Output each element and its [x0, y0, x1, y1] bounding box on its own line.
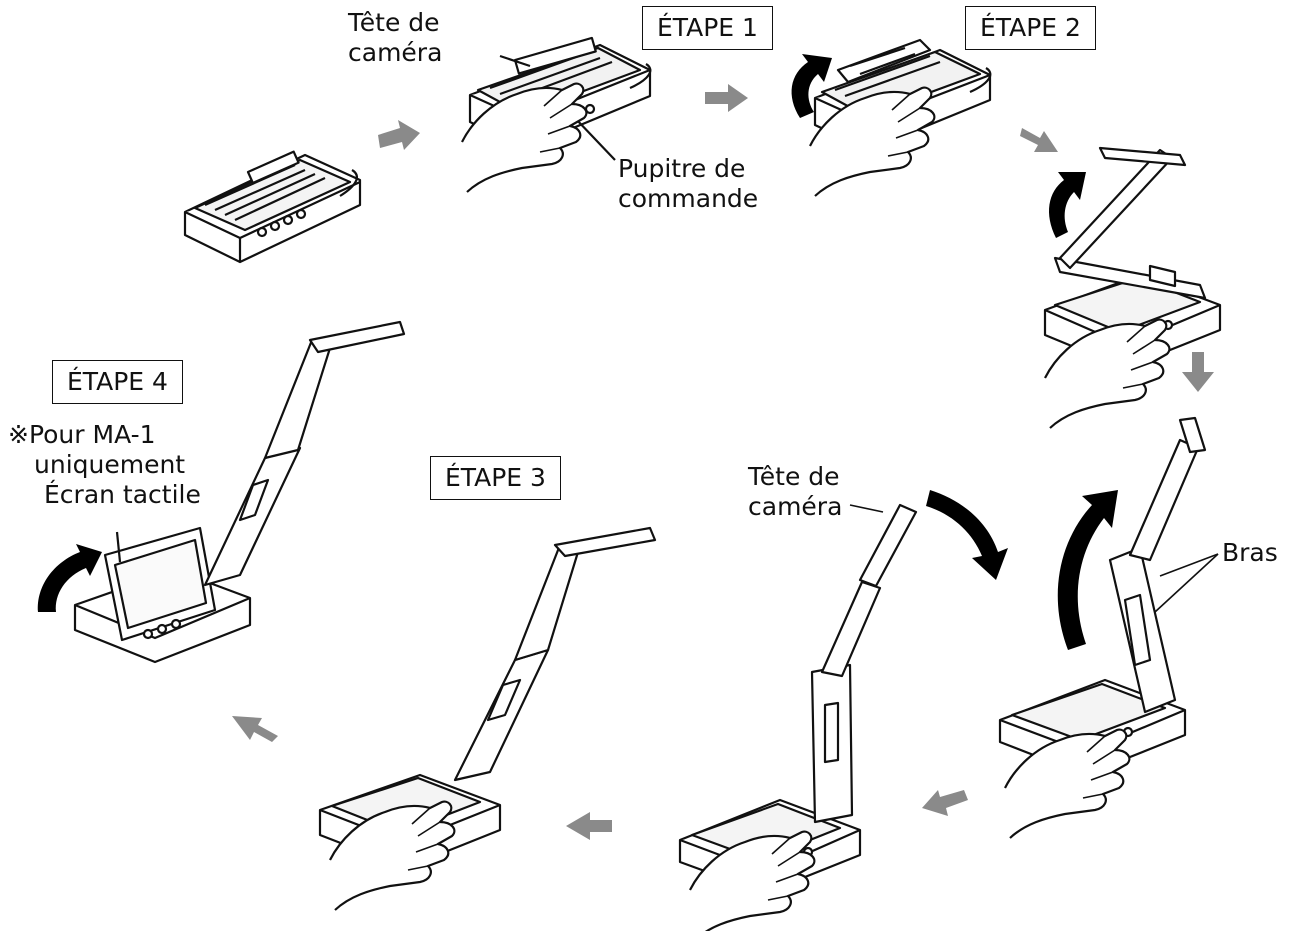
camera-head-label-bottom: Tête de caméra	[748, 462, 842, 522]
ma1-note: ※Pour MA-1 uniquement Écran tactile	[8, 420, 201, 510]
motion-arrow-raise-1	[1049, 172, 1086, 238]
flow-arrow-1	[378, 120, 420, 150]
flow-arrow-2	[705, 84, 748, 112]
device-unfolding-2	[998, 416, 1207, 777]
camera-head-line1: Tête de	[348, 8, 440, 37]
ma1-note-line1: ※Pour MA-1	[8, 420, 156, 449]
flow-arrows	[232, 84, 1214, 840]
step3-box: ÉTAPE 3	[430, 456, 561, 500]
motion-arrow-tilt	[926, 490, 1008, 580]
flow-arrow-6	[566, 812, 612, 840]
flow-arrow-7	[232, 716, 278, 742]
control-panel-label: Pupitre de commande	[618, 154, 758, 214]
device-folded	[183, 150, 362, 264]
motion-arrow-raise-2	[1057, 490, 1118, 650]
flow-arrow-5	[922, 790, 968, 816]
camera-head-label-top: Tête de caméra	[348, 8, 442, 68]
device-step4	[73, 320, 406, 664]
touchscreen-label: Écran tactile	[44, 480, 201, 509]
motion-arrow-step2	[791, 54, 832, 118]
ma1-note-line2: uniquement	[34, 450, 186, 479]
motion-arrows	[37, 54, 1118, 650]
step2-box: ÉTAPE 2	[965, 6, 1096, 50]
camera-head-line1-b: Tête de	[748, 462, 840, 491]
flow-arrow-4	[1182, 352, 1214, 392]
camera-head-line2-b: caméra	[748, 492, 843, 521]
control-panel-line2: commande	[618, 184, 759, 213]
leader-lines	[849, 504, 1219, 613]
arm-label: Bras	[1222, 538, 1278, 567]
flow-arrow-3	[1020, 128, 1058, 152]
motion-arrow-screen	[37, 544, 102, 612]
step1-box: ÉTAPE 1	[642, 6, 773, 50]
device-step3	[318, 526, 657, 870]
control-panel-line1: Pupitre de	[618, 154, 746, 183]
camera-head-line2: caméra	[348, 38, 443, 67]
step4-box: ÉTAPE 4	[52, 360, 183, 404]
